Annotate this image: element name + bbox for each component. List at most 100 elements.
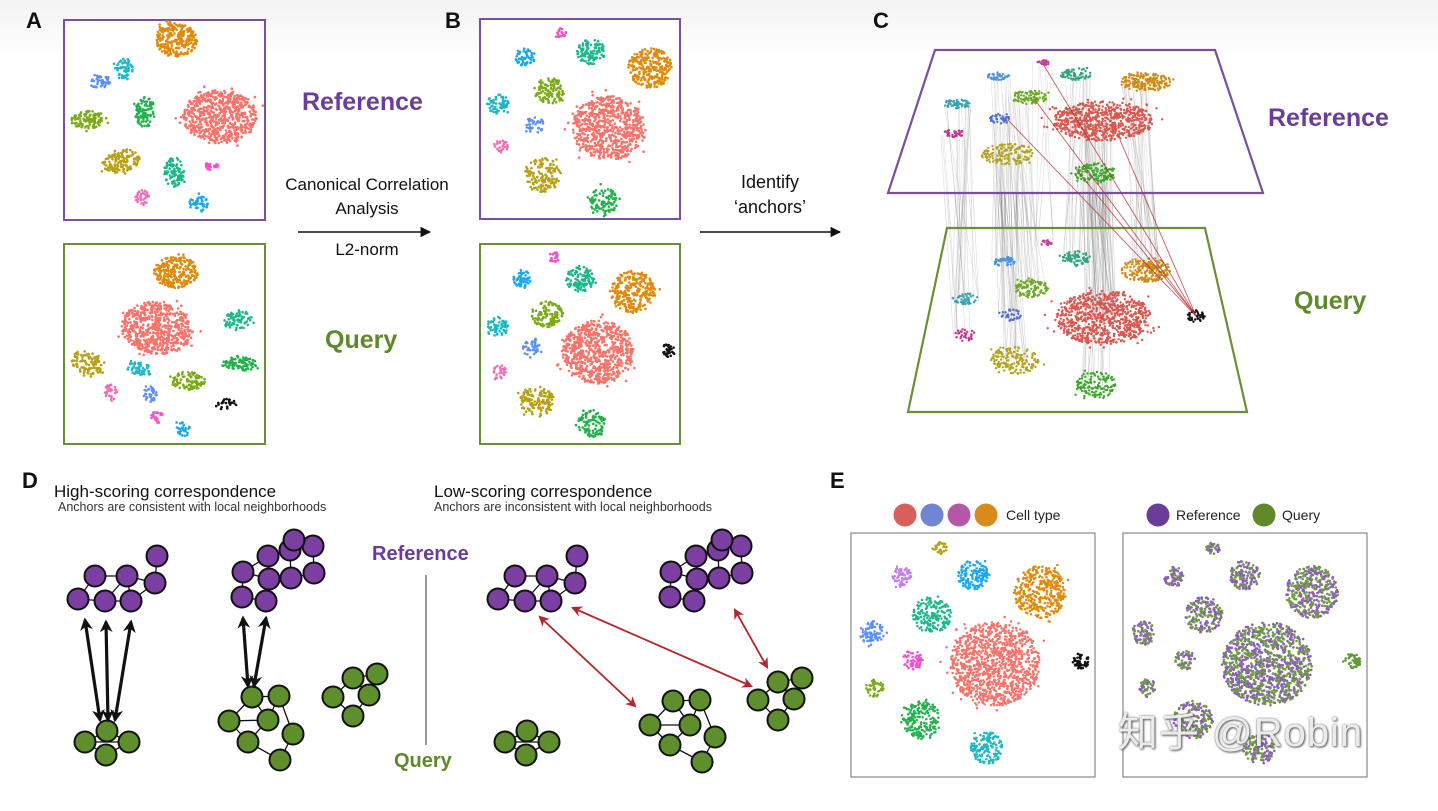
consistent-anchor-arrow-2: [110, 619, 136, 723]
legend-reference: Reference: [1176, 507, 1241, 523]
cluster-c-ref-0: [1036, 59, 1050, 67]
cluster-b-ref-9: [524, 157, 562, 193]
cluster-e-dataset-11: [1242, 732, 1276, 765]
qry-neighborhood-6: [746, 666, 814, 732]
cluster-e-celltype-7: [1071, 652, 1090, 670]
panel-c-query-label: Query: [1294, 287, 1367, 315]
cluster-c-qry-7: [1043, 286, 1161, 349]
cluster-b-qry-8: [662, 343, 676, 359]
panel-c-query-scatter: [951, 239, 1206, 400]
panel-d-query-label: Query: [394, 750, 452, 772]
cluster-e-dataset-9: [1138, 678, 1157, 698]
bad-anchor-line-3: [1074, 167, 1197, 317]
consistent-anchor-arrow-3: [237, 615, 254, 689]
panel-b-reference-box: [479, 18, 681, 220]
panel-letter-b: B: [445, 8, 461, 33]
ref-neighborhood-1: [66, 544, 169, 613]
cluster-b-qry-4: [530, 300, 565, 329]
cluster-e-celltype-6: [939, 615, 1046, 712]
cluster-b-qry-11: [574, 409, 606, 439]
cluster-c-qry-2: [1058, 250, 1091, 268]
qry-neighborhood-5: [638, 688, 727, 774]
qry-neighborhood-2: [217, 684, 305, 772]
cluster-c-ref-9: [980, 142, 1034, 166]
anchor-bundle-10: [1080, 170, 1112, 389]
query-swatch: [1252, 503, 1276, 527]
cluster-b-qry-7: [556, 313, 636, 388]
cluster-b-ref-6: [525, 116, 545, 134]
cluster-c-qry-0: [1040, 239, 1053, 247]
cluster-c-qry-10: [990, 345, 1046, 375]
cluster-e-dataset-1: [1163, 565, 1185, 587]
cluster-b-ref-7: [563, 88, 647, 164]
cluster-b-ref-4: [533, 77, 565, 105]
bad-anchor-line-0: [1042, 63, 1197, 317]
cluster-b-qry-10: [516, 385, 555, 418]
cluster-a-ref-8: [204, 162, 220, 171]
ref-neighborhood-3: [486, 544, 589, 613]
cluster-a-ref-5: [133, 95, 156, 128]
cluster-e-dataset-3: [1285, 564, 1339, 619]
panel-letter-a: A: [26, 8, 42, 33]
cca-caption-line1: Canonical Correlation: [285, 175, 449, 194]
panel-b-query-scatter: [486, 251, 676, 439]
cluster-a-ref-4: [70, 109, 110, 133]
cluster-c-qry-3: [1120, 257, 1172, 283]
inconsistent-anchor-arrow-2: [733, 608, 769, 669]
cluster-e-celltype-4: [911, 595, 953, 633]
cluster-a-qry-11: [175, 421, 191, 438]
panel-a-reference-label: Reference: [302, 88, 423, 116]
watermark: 知乎 @Robin: [1118, 711, 1364, 755]
cluster-b-ref-10: [586, 182, 621, 218]
cluster-a-ref-0: [155, 20, 199, 58]
qry-neighborhood-3: [321, 662, 389, 728]
cluster-c-ref-3: [1120, 71, 1175, 92]
cluster-e-celltype-1: [891, 565, 913, 589]
panel-c-reference-label: Reference: [1268, 104, 1389, 132]
panel-d-reference-label: Reference: [372, 543, 469, 565]
legend-query: Query: [1282, 507, 1321, 523]
consistent-anchor-arrow-4: [249, 615, 271, 689]
reference-swatch: [1146, 503, 1170, 527]
cluster-a-qry-3: [70, 350, 106, 378]
panel-c-bad-anchor-lines: [1007, 63, 1197, 317]
cluster-e-celltype-3: [1012, 563, 1070, 623]
cluster-e-dataset-8: [1174, 649, 1197, 671]
panel-e-legend-swatches: [893, 503, 1276, 527]
cluster-b-ref-2: [627, 47, 673, 89]
cluster-b-qry-1: [565, 264, 597, 293]
cluster-c-ref-8: [943, 128, 964, 139]
cluster-c-ref-5: [1012, 89, 1050, 106]
cluster-c-qry-6: [998, 308, 1022, 322]
celltype-swatch-3: [974, 503, 998, 527]
anchor-bundle-0: [943, 100, 980, 303]
ref-neighborhood-4: [658, 528, 754, 613]
cluster-b-qry-2: [608, 269, 661, 315]
inconsistent-anchor-arrow-0: [538, 615, 637, 708]
cluster-b-ref-0: [555, 27, 568, 39]
cluster-a-ref-9: [134, 189, 151, 207]
ref-neighborhood-2: [230, 528, 326, 613]
cluster-a-ref-7: [163, 156, 186, 188]
celltype-swatch-1: [920, 503, 944, 527]
high-scoring-title: High-scoring correspondence: [54, 482, 277, 501]
cluster-b-ref-3: [514, 47, 536, 67]
bad-anchor-line-2: [1007, 119, 1197, 317]
bad-anchor-line-1: [1034, 99, 1197, 317]
cluster-c-qry-4: [1014, 277, 1050, 299]
cluster-b-ref-8: [493, 139, 509, 154]
l2norm-caption: L2-norm: [335, 240, 399, 259]
cluster-c-qry-5: [951, 292, 979, 306]
panel-a-query-scatter: [70, 253, 260, 438]
panel-letter-e: E: [830, 468, 845, 493]
cluster-e-celltype-2: [957, 559, 991, 591]
cluster-b-ref-1: [575, 39, 606, 66]
cluster-e-dataset-4: [1184, 596, 1224, 634]
cluster-b-qry-5: [486, 315, 510, 337]
identify-caption-line1: Identify: [740, 172, 800, 192]
qry-neighborhood-1: [73, 719, 141, 767]
cluster-c-ref-4: [944, 98, 971, 110]
panel-e-dataset-scatter: [1131, 541, 1362, 765]
cluster-e-dataset-5: [1131, 620, 1155, 646]
